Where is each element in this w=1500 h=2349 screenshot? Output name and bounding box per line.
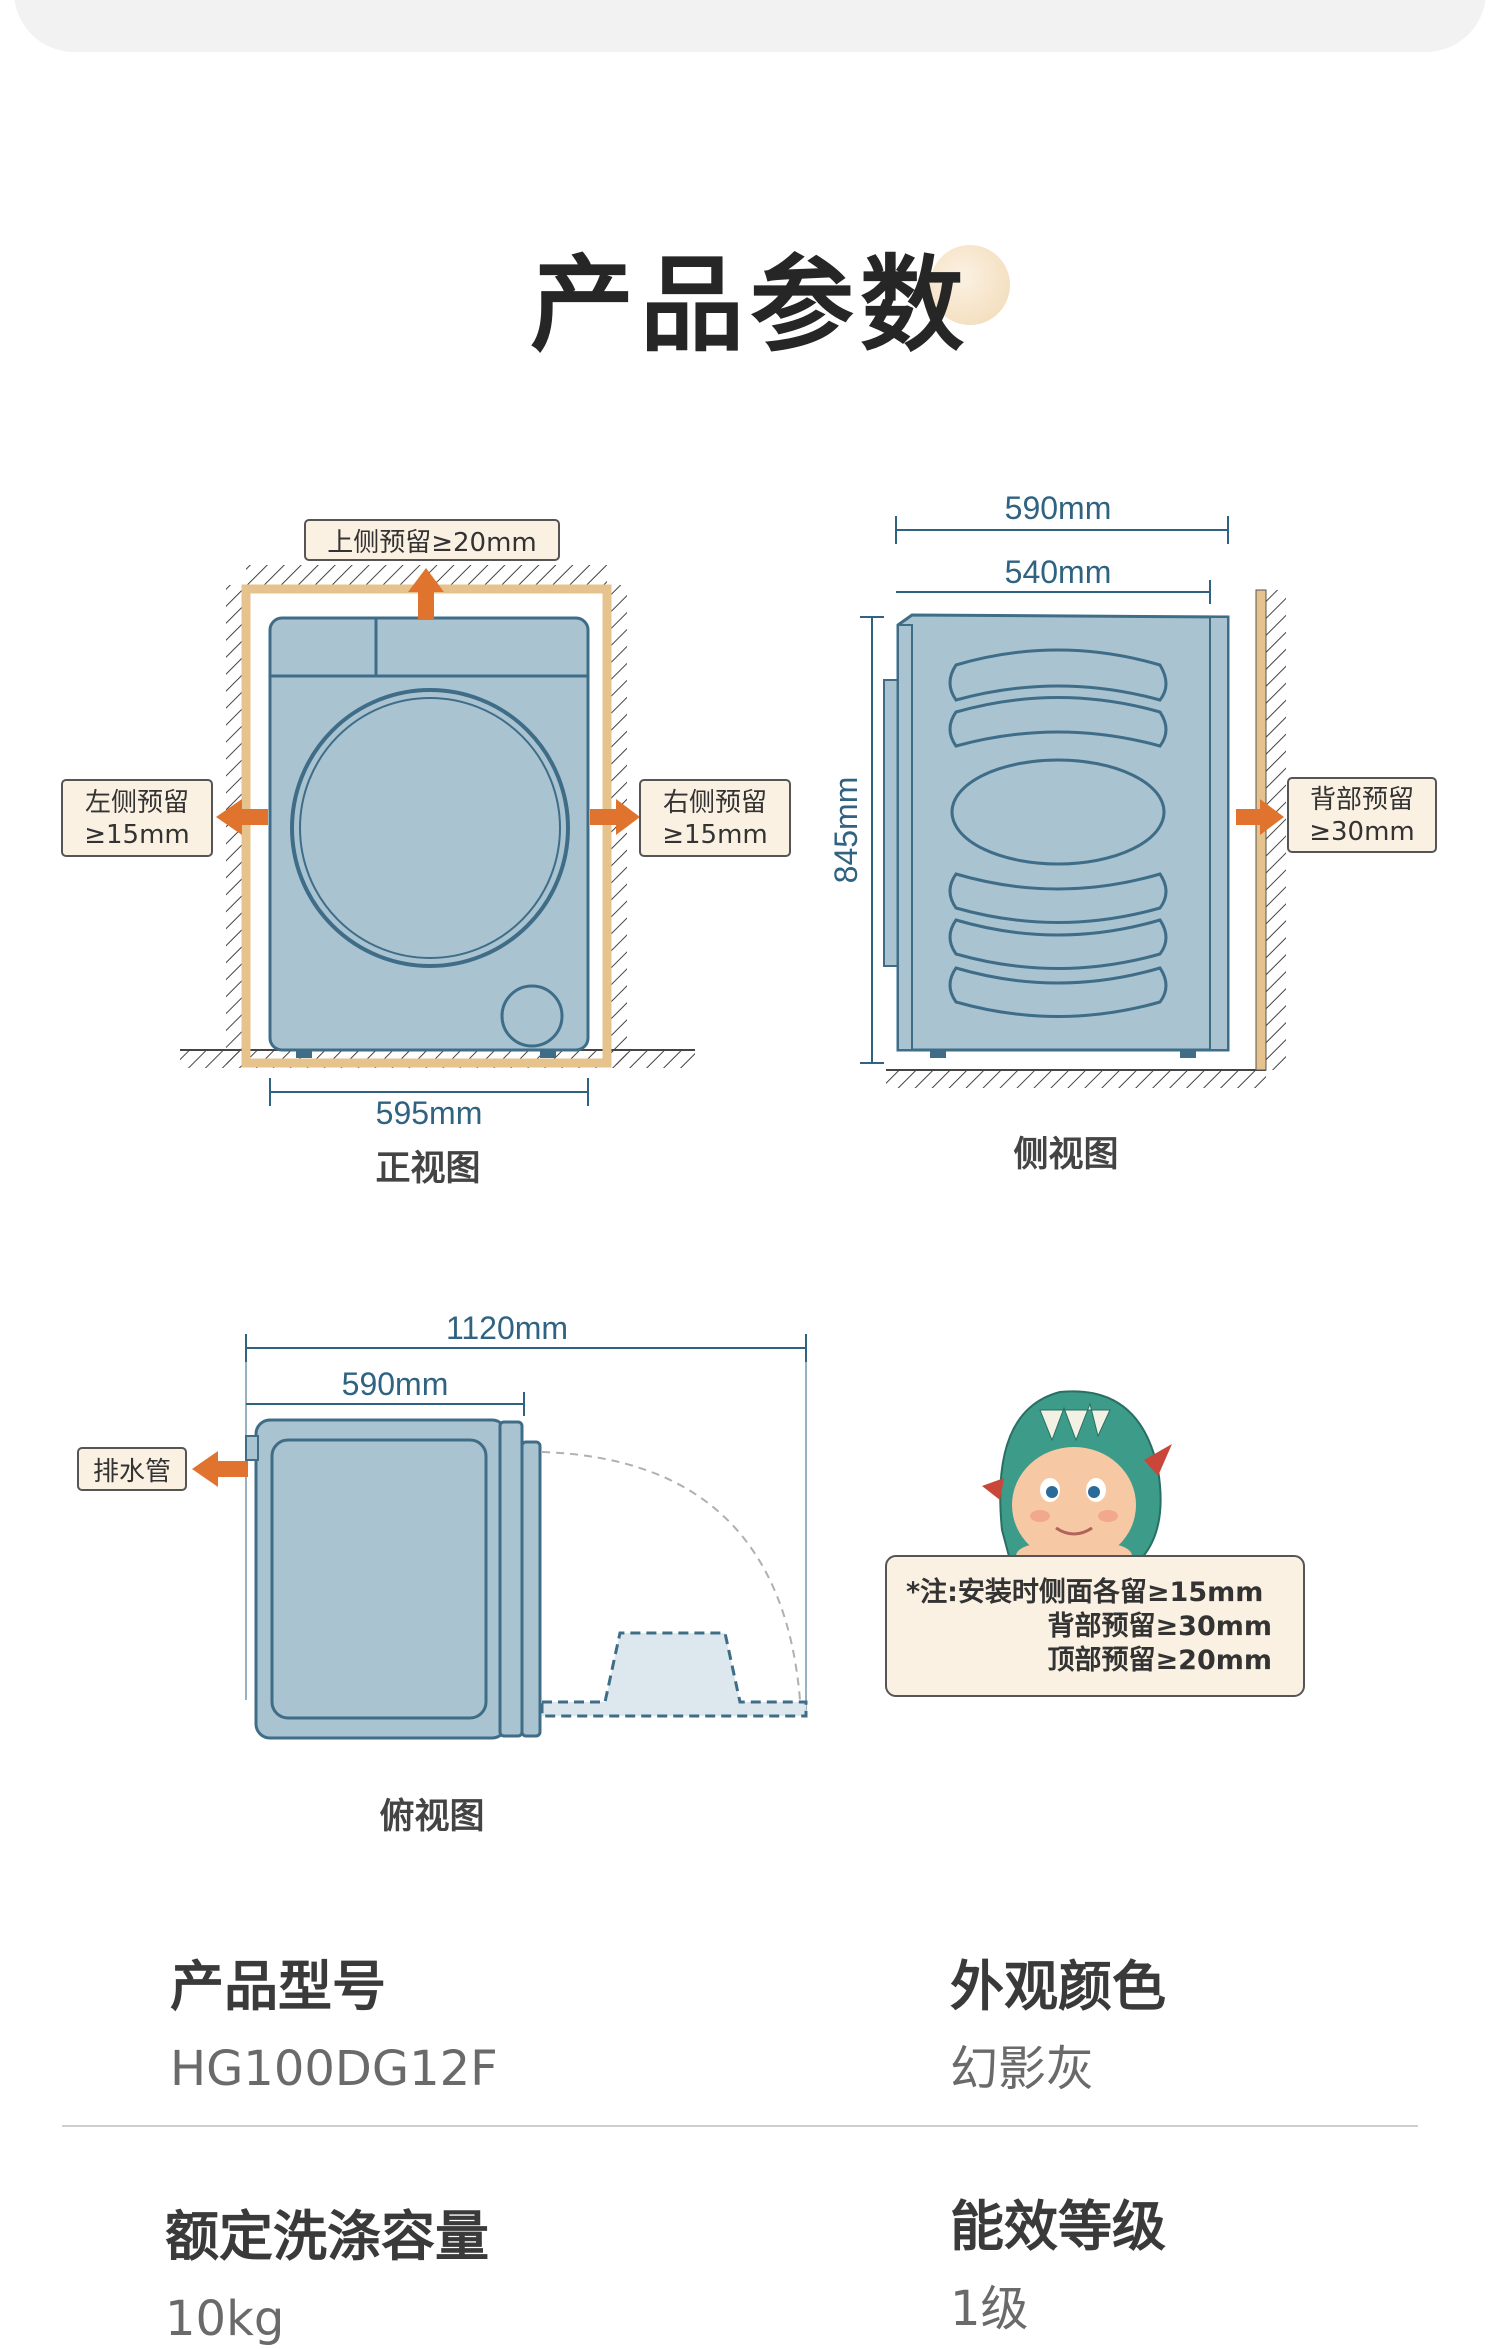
right-arrow-icon bbox=[616, 799, 640, 835]
side-depth-body: 540mm bbox=[1005, 554, 1112, 590]
mascot-illustration bbox=[982, 1390, 1172, 1568]
spec-value: 10kg bbox=[165, 2291, 285, 2347]
top-bar bbox=[14, 0, 1486, 52]
top-open-depth: 1120mm bbox=[446, 1310, 568, 1346]
front-view: 上侧预留≥20mm 左侧预留 ≥15mm 右侧预留 ≥15mm 595mm 正视… bbox=[61, 519, 791, 1189]
side-height-dimension: 845mm bbox=[828, 777, 864, 884]
left-arrow-icon bbox=[216, 799, 242, 835]
drain-label: 排水管 bbox=[93, 1457, 171, 1487]
left-clearance-value: ≥15mm bbox=[84, 820, 190, 850]
filter-cover bbox=[500, 984, 564, 1048]
washer-door bbox=[290, 688, 570, 968]
top-view-caption: 俯视图 bbox=[379, 1797, 484, 1837]
installation-diagram: 上侧预留≥20mm 左侧预留 ≥15mm 右侧预留 ≥15mm 595mm 正视… bbox=[61, 490, 1437, 1837]
front-width-dimension: 595mm bbox=[376, 1095, 483, 1131]
side-view: 590mm 540mm 845mm 背部预留 ≥30mm 侧视图 bbox=[828, 490, 1437, 1175]
washer-side bbox=[896, 613, 1230, 1052]
note-line-2: 背部预留≥30mm bbox=[1048, 1610, 1272, 1642]
spec-divider bbox=[62, 2125, 1418, 2127]
side-depth-total: 590mm bbox=[1005, 490, 1112, 526]
right-clearance-label: 右侧预留 bbox=[663, 788, 767, 818]
spec-capacity: 额定洗涤容量 10kg bbox=[165, 2205, 489, 2349]
side-view-caption: 侧视图 bbox=[1013, 1135, 1118, 1175]
door-open-area bbox=[540, 1631, 808, 1718]
left-clearance-label: 左侧预留 bbox=[85, 788, 189, 818]
spec-value: 幻影灰 bbox=[950, 2041, 1095, 2097]
drain-arrow-icon bbox=[192, 1451, 218, 1487]
spec-label: 产品型号 bbox=[170, 1955, 386, 2018]
top-clearance-label: 上侧预留≥20mm bbox=[327, 528, 537, 558]
note-line-1: *注:安装时侧面各留≥15mm bbox=[906, 1576, 1263, 1608]
spec-energy: 能效等级 1级 bbox=[950, 2195, 1166, 2339]
spec-label: 能效等级 bbox=[950, 2195, 1166, 2258]
top-arrow-icon bbox=[408, 568, 444, 592]
installation-note: *注:安装时侧面各留≥15mm 背部预留≥30mm 顶部预留≥20mm bbox=[885, 1555, 1305, 1697]
top-view: 1120mm 590mm 排水管 俯视图 bbox=[77, 1310, 808, 1837]
spec-value: HG100DG12F bbox=[170, 2041, 498, 2097]
top-depth: 590mm bbox=[342, 1366, 449, 1402]
spec-label: 外观颜色 bbox=[950, 1955, 1166, 2018]
spec-value: 1级 bbox=[950, 2281, 1029, 2337]
page-title: 产品参数 bbox=[529, 244, 970, 366]
back-clearance-label: 背部预留 bbox=[1310, 785, 1414, 815]
spec-model: 产品型号 HG100DG12F bbox=[170, 1955, 498, 2099]
note-line-3: 顶部预留≥20mm bbox=[1048, 1644, 1272, 1676]
right-clearance-value: ≥15mm bbox=[662, 820, 768, 850]
spec-label: 额定洗涤容量 bbox=[165, 2205, 489, 2268]
back-clearance-value: ≥30mm bbox=[1309, 817, 1415, 847]
back-arrow-icon bbox=[1260, 799, 1284, 835]
spec-color: 外观颜色 幻影灰 bbox=[950, 1955, 1166, 2099]
title-decoration-circle bbox=[930, 245, 1010, 325]
front-view-caption: 正视图 bbox=[375, 1149, 480, 1189]
washer-top bbox=[254, 1418, 508, 1740]
